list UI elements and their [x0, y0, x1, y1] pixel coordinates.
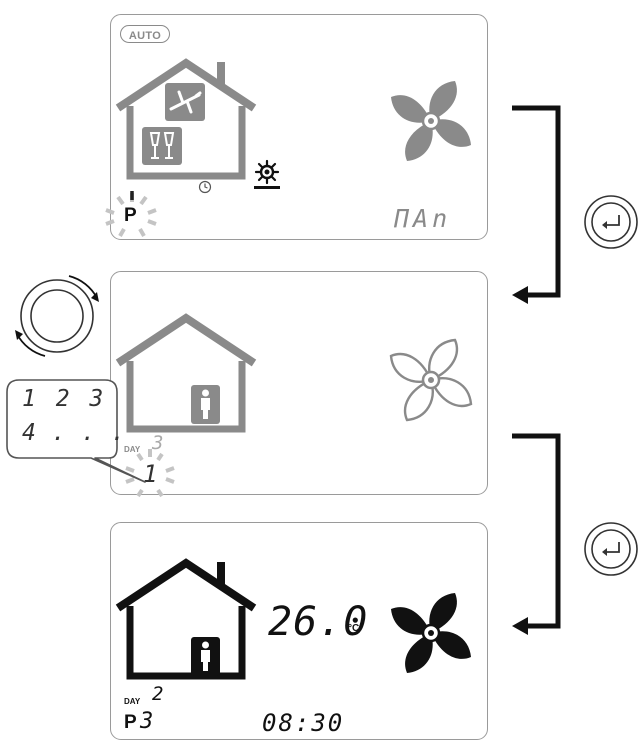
glasses-icon: [142, 127, 182, 165]
blink-rays-icon: [125, 449, 175, 498]
day-label: DAY: [124, 697, 141, 706]
fan-icon: [391, 593, 471, 673]
blinking-day-digit: 1: [143, 460, 158, 488]
person-icon: [191, 385, 220, 424]
temperature-unit: °C: [348, 623, 360, 634]
mode-display: ΠAn: [394, 204, 452, 233]
bubble-line-1: 1 2 3: [22, 386, 107, 412]
day-digit: 3: [152, 432, 164, 454]
day-digit: 2: [152, 683, 164, 705]
program-symbol: P: [124, 205, 137, 226]
day-label: DAY: [124, 445, 141, 454]
program-symbol: P: [124, 712, 137, 733]
house-icon: [115, 558, 257, 680]
flow-arrow: [512, 105, 561, 304]
fan-icon: [389, 338, 473, 422]
rotary-knob-icon[interactable]: [9, 268, 105, 364]
temperature-display: 26.0: [268, 599, 369, 645]
fan-icon: [391, 81, 471, 161]
enter-return-icon[interactable]: [583, 521, 639, 577]
house-icon: [115, 58, 257, 180]
auto-badge-label: AUTO: [128, 30, 162, 42]
speech-bubble: [6, 379, 146, 483]
heating-gear-icon: [254, 159, 280, 189]
person-icon: [191, 637, 220, 676]
house-icon: [115, 313, 257, 433]
flow-arrow: [512, 433, 561, 635]
program-number: 3: [140, 709, 154, 734]
enter-return-icon[interactable]: [583, 194, 639, 250]
clock-display: 08:30: [262, 709, 345, 737]
auto-badge: AUTO: [120, 25, 170, 43]
airplane-icon: [165, 83, 205, 121]
clock-icon: [198, 180, 212, 194]
blink-rays-icon: [105, 191, 157, 237]
bubble-line-2: 4 . . .: [22, 420, 126, 446]
